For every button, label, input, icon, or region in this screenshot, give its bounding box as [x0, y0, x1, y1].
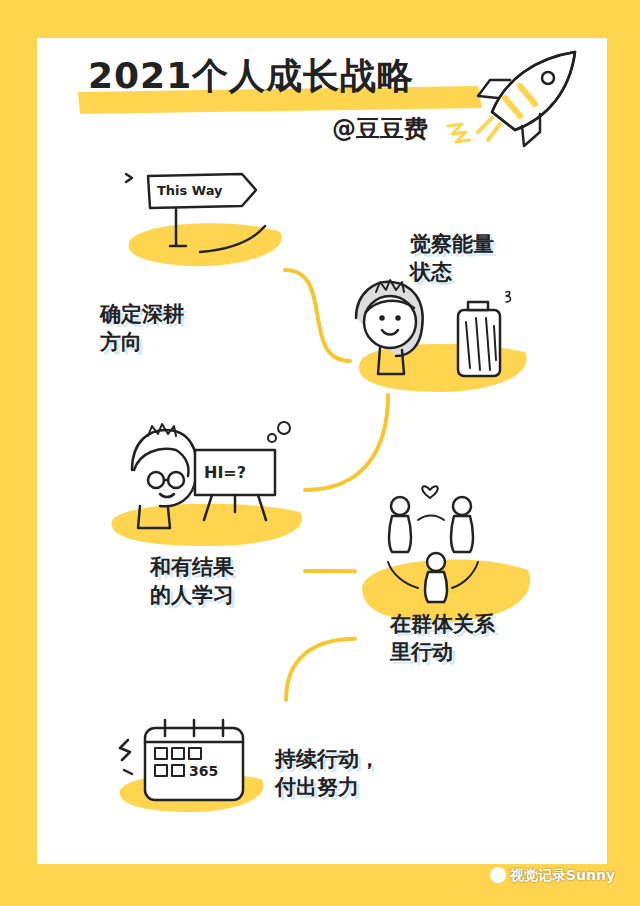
three-people-stroke [427, 553, 445, 571]
three-people [362, 486, 530, 622]
girl-with-battery-stroke [381, 317, 384, 320]
calendar-stroke [172, 748, 184, 759]
flow-connector [286, 639, 355, 700]
three-people-stroke [453, 497, 471, 515]
paper-card [37, 38, 607, 864]
girl-with-battery-stroke [506, 292, 511, 302]
calendar-stroke [145, 741, 243, 744]
girl-with-battery-stroke [397, 317, 400, 320]
calendar-stroke [165, 720, 223, 736]
rocket-doodle-stroke [478, 118, 500, 140]
step-node: 觉察能量状态 [350, 225, 540, 395]
watermark-icon-stroke [490, 867, 506, 883]
step-label: 确定深耕方向 [100, 300, 190, 357]
girl-with-battery-stroke [466, 318, 496, 370]
drawing-text: HI=? [204, 464, 246, 482]
rocket-doodle-stroke [520, 86, 535, 104]
rocket-doodle [448, 52, 575, 146]
rocket-doodle-stroke [492, 52, 575, 130]
page-title: 2021个人成长战略 [88, 52, 414, 101]
rocket-doodle-stroke [448, 124, 470, 142]
step-node: 在群体关系里行动 [355, 470, 530, 695]
girl-with-battery-stroke [366, 301, 414, 312]
signpost-stroke [129, 223, 282, 266]
step-label: 持续行动，付出努力 [275, 745, 386, 802]
watermark-icon [490, 867, 506, 883]
step-node: 持续行动，付出努力 [110, 700, 430, 815]
girl-with-battery-stroke [458, 310, 500, 376]
girl-with-battery-stroke [378, 348, 404, 374]
girl-with-board-stroke [195, 450, 275, 495]
rocket-doodle-stroke [505, 98, 520, 116]
girl-with-battery-stroke [356, 282, 423, 356]
rocket-doodle-stroke [478, 80, 510, 98]
girl-with-battery-stroke [382, 330, 398, 335]
flow-connector [285, 270, 350, 361]
girl-with-board-stroke [268, 434, 276, 442]
girl-with-board-stroke [138, 506, 170, 528]
girl-with-board-stroke [204, 495, 266, 520]
calendar-stroke [120, 740, 132, 774]
signpost-stroke [126, 174, 132, 182]
rocket-doodle-stroke [542, 72, 554, 84]
three-people-stroke [418, 516, 444, 521]
step-label: 和有结果的人学习 [150, 553, 240, 610]
girl-with-board-stroke [160, 494, 174, 497]
three-people-stroke [391, 497, 409, 515]
calendar-stroke [145, 728, 243, 800]
girl-with-board [111, 422, 302, 546]
calendar-stroke [172, 765, 184, 776]
girl-with-battery-stroke [359, 344, 527, 392]
calendar-stroke [189, 748, 201, 759]
signpost [126, 174, 282, 266]
girl-with-battery-stroke [376, 280, 404, 292]
three-people-stroke [422, 486, 438, 498]
step-node: 和有结果的人学习 [105, 405, 305, 618]
girl-with-board-stroke [148, 424, 176, 436]
signpost-stroke [200, 226, 265, 252]
rocket-doodle-stroke [522, 114, 540, 146]
drawing-text: 365 [189, 764, 218, 779]
calendar [120, 720, 264, 812]
girl-with-battery-stroke [364, 296, 416, 348]
girl-with-board-stroke [132, 430, 197, 506]
three-people-stroke [425, 572, 447, 602]
step-label: 觉察能量状态 [410, 230, 500, 287]
girl-with-board-stroke [168, 472, 184, 488]
girl-with-board-stroke [164, 479, 168, 482]
signpost-stroke [170, 206, 186, 246]
three-people-stroke [451, 516, 473, 552]
rocket-doodle-stroke [492, 52, 575, 130]
girl-with-board-stroke [278, 422, 290, 434]
drawing-text: This Way [157, 184, 223, 198]
calendar-stroke [155, 765, 167, 776]
watermark: 视觉记录Sunny [510, 868, 615, 883]
calendar-stroke [155, 748, 167, 759]
three-people-stroke [389, 516, 411, 552]
girl-with-board-stroke [148, 472, 164, 488]
girl-with-battery-stroke [468, 302, 488, 310]
girl-with-battery [356, 280, 527, 392]
flow-connector [305, 395, 388, 490]
flow-connector [305, 569, 355, 573]
step-label: 在群体关系里行动 [390, 610, 501, 667]
signpost-stroke [148, 174, 256, 208]
three-people-stroke [388, 562, 478, 588]
author-handle: @豆豆费 [332, 116, 428, 142]
step-node: 确定深耕方向 [95, 170, 285, 370]
